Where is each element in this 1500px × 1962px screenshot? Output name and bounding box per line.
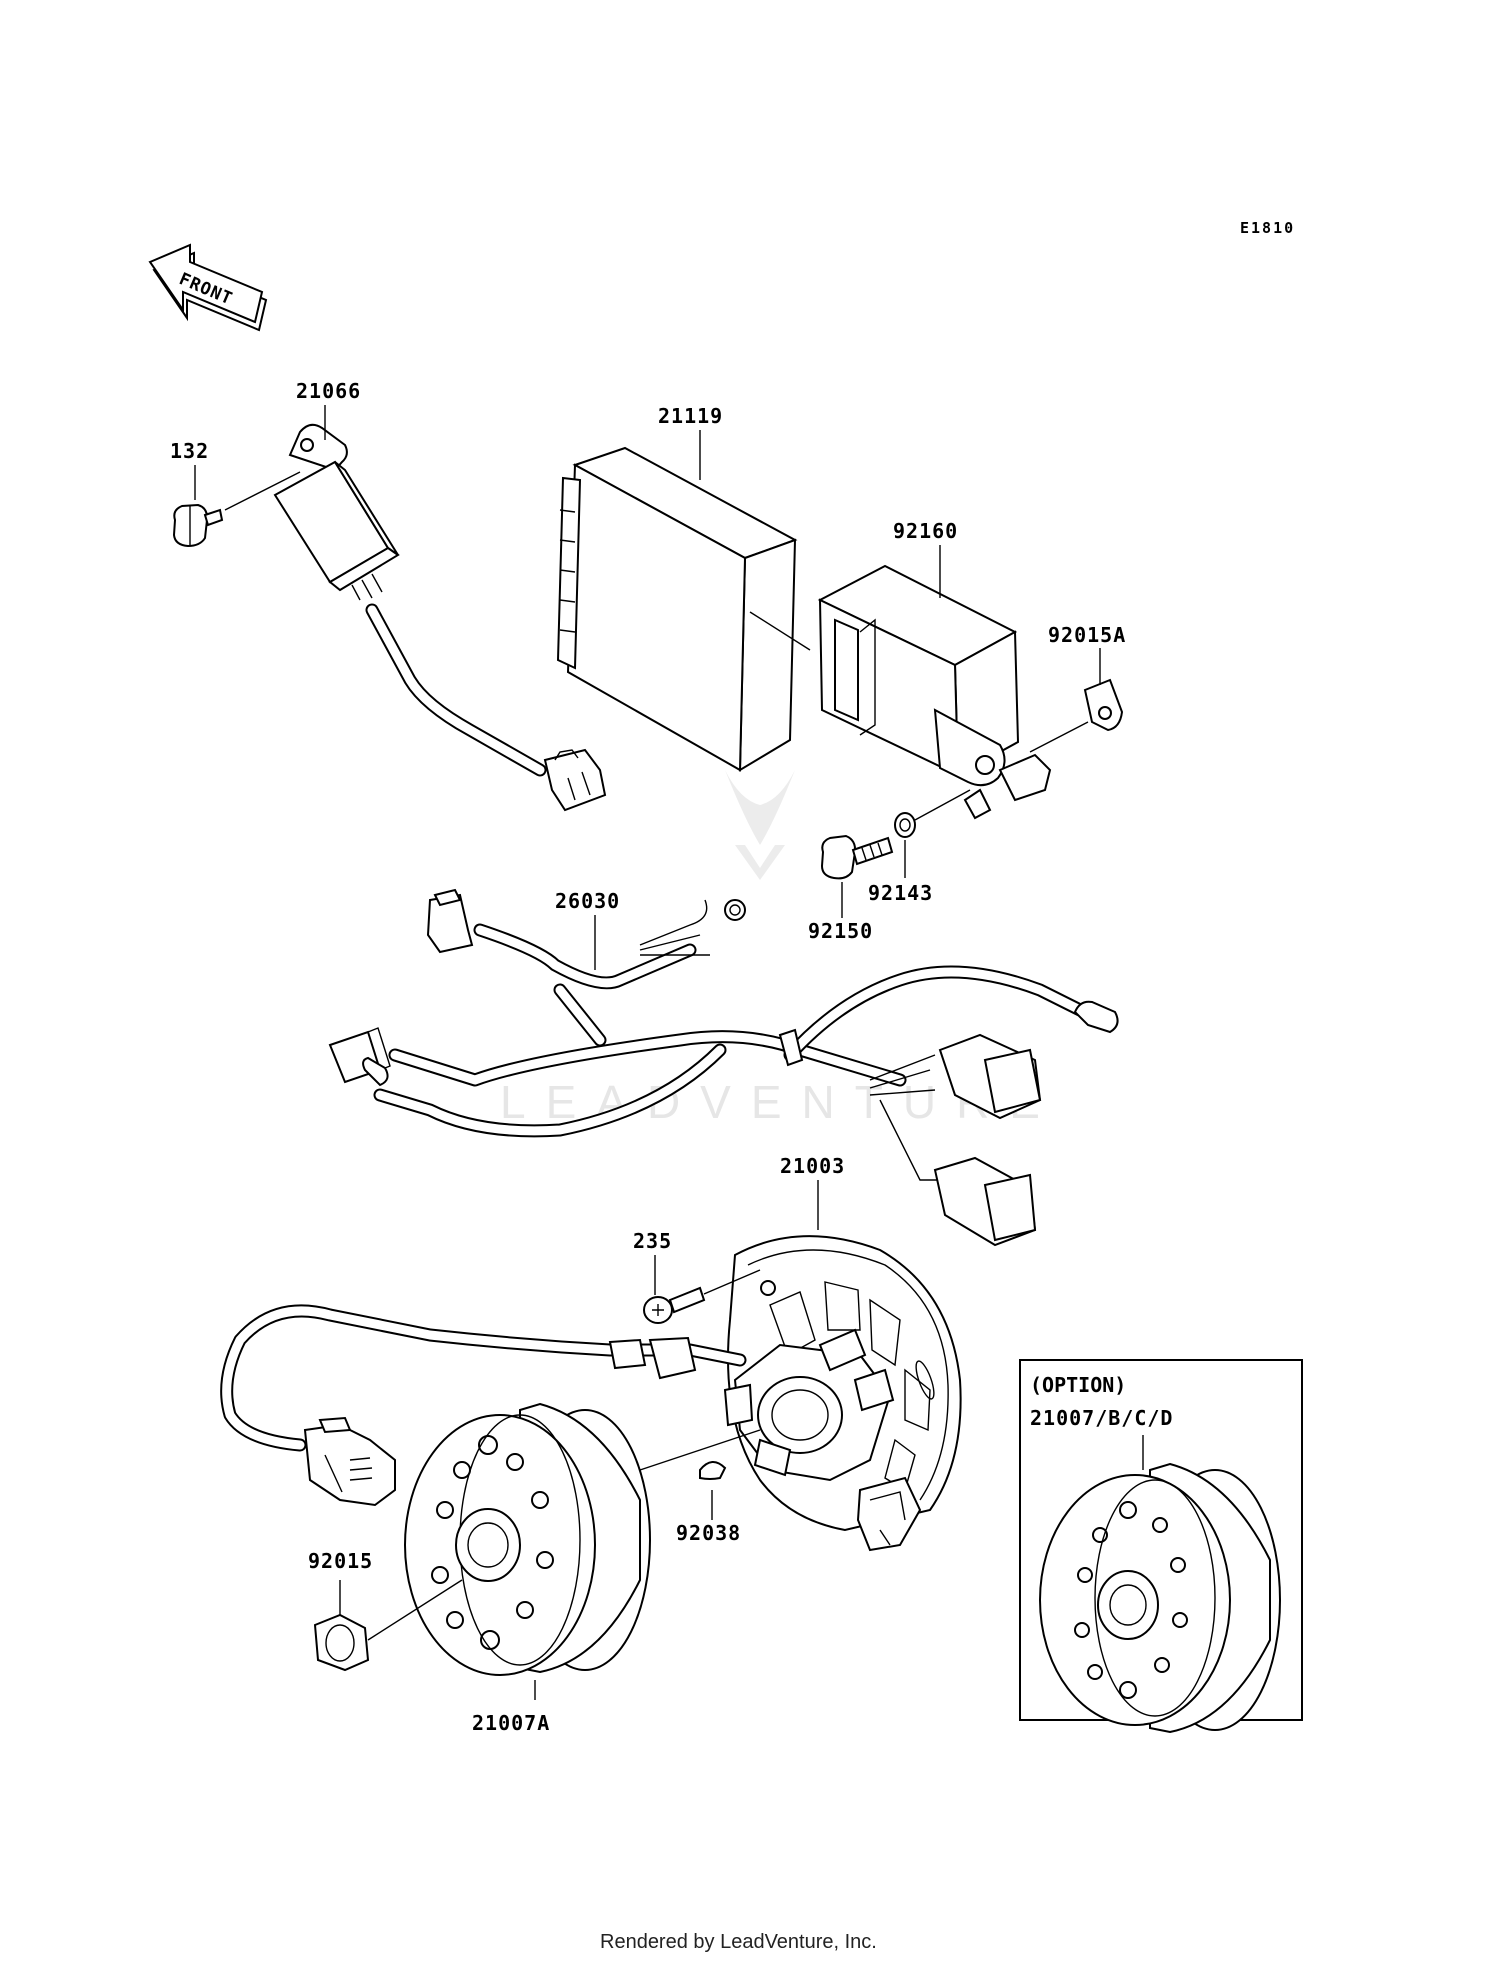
option-part-label: 21007/B/C/D [1030,1406,1173,1430]
label-92143: 92143 [868,881,933,905]
part-235-screw[interactable] [643,1269,761,1324]
part-21066-regulator[interactable] [273,423,607,812]
option-title: (OPTION) [1030,1373,1126,1397]
part-21119-control-unit[interactable] [556,446,798,772]
part-92015-nut[interactable] [313,1579,463,1672]
label-21119: 21119 [658,404,723,428]
label-92015A: 92015A [1048,623,1126,647]
diagram-code: E1810 [1240,219,1295,237]
option-box: (OPTION) 21007/B/C/D [1019,1359,1303,1734]
part-92150-bolt[interactable] [820,834,894,880]
part-132-bolt[interactable] [172,471,301,548]
label-92150: 92150 [808,919,873,943]
label-92038: 92038 [676,1521,741,1545]
label-92015: 92015 [308,1549,373,1573]
label-26030: 26030 [555,889,620,913]
part-92038-key[interactable] [699,1461,727,1480]
label-21007A: 21007A [472,1711,550,1735]
part-21007A-flywheel[interactable] [404,1402,651,1676]
label-21003: 21003 [780,1154,845,1178]
part-21007-option-flywheel[interactable] [1039,1462,1281,1734]
part-26030-wiring-harness[interactable] [328,888,1119,1247]
part-92143-collar[interactable] [894,789,971,838]
label-21066: 21066 [296,379,361,403]
stator-cable-connector[interactable] [220,1304,747,1507]
part-92015A-clip[interactable] [1029,678,1124,753]
front-arrow-icon: FRONT [148,243,268,332]
part-92160-ignitor[interactable] [817,564,1052,820]
label-132: 132 [170,439,209,463]
part-21003-stator[interactable] [723,1235,962,1552]
label-235: 235 [633,1229,672,1253]
footer-credit: Rendered by LeadVenture, Inc. [600,1931,877,1953]
label-92160: 92160 [893,519,958,543]
